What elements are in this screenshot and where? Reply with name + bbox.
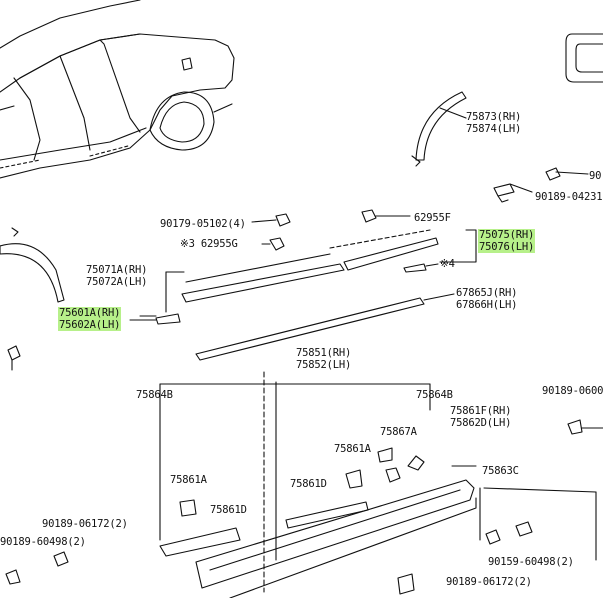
front-wheel-arch <box>0 227 65 371</box>
label-75861D-mid: 75861D <box>290 478 327 490</box>
label-90-top: 90 <box>589 170 602 182</box>
label-90189-06172-bottom: 90189-06172(2) <box>446 576 532 588</box>
leader-lines <box>159 229 597 593</box>
label-75867A: 75867A <box>380 426 417 438</box>
label-75863C: 75863C <box>482 465 519 477</box>
label-75601A: 75601A(RH) <box>58 307 122 319</box>
label-75075: 75075(RH) <box>478 229 536 241</box>
label-75601A-text: 75601A(RH) <box>58 307 122 319</box>
label-90189-60498-left: 90189-60498(2) <box>0 536 86 548</box>
rocker-panel <box>159 447 477 598</box>
clip-right-top <box>493 167 589 203</box>
label-75602A-text: 75602A(LH) <box>58 319 122 331</box>
door-moulding-lower <box>195 293 455 361</box>
label-75861A-left: 75861A <box>170 474 207 486</box>
car-illustration <box>0 0 235 179</box>
label-75861F: 75861F(RH) <box>450 405 512 417</box>
label-90189-04231: 90189-04231 <box>535 191 603 203</box>
label-75873: 75873(RH) <box>466 111 522 123</box>
label-67865J: 67865J(RH) <box>456 287 518 299</box>
label-90159-60498: 90159-60498(2) <box>488 556 574 568</box>
label-75861D-left: 75861D <box>210 504 247 516</box>
door-moulding-upper <box>181 229 439 303</box>
label-90189-0600: 90189-0600 <box>542 385 603 397</box>
label-75874: 75874(LH) <box>466 123 522 135</box>
label-67866H: 67866H(LH) <box>456 299 518 311</box>
label-62955G: ※3 62955G <box>180 238 238 250</box>
clip-62955F <box>361 209 377 223</box>
fastener-90179 <box>275 213 291 227</box>
reference-badge <box>565 33 603 83</box>
label-note-4: ※4 <box>440 258 455 270</box>
label-75076: 75076(LH) <box>478 241 536 253</box>
moulding-end-cap <box>155 313 181 325</box>
label-75852: 75852(LH) <box>296 359 352 371</box>
label-75861A-mid: 75861A <box>334 443 371 455</box>
label-75864B-left: 75864B <box>136 389 173 401</box>
label-75072A: 75072A(LH) <box>86 276 148 288</box>
fender-arch-moulding <box>411 91 467 167</box>
label-75864B-right: 75864B <box>416 389 453 401</box>
label-75075-text: 75075(RH) <box>478 229 536 241</box>
label-75602A: 75602A(LH) <box>58 319 122 331</box>
screw-fasteners <box>5 419 603 585</box>
label-75851: 75851(RH) <box>296 347 352 359</box>
label-75071A: 75071A(RH) <box>86 264 148 276</box>
label-75862D: 75862D(LH) <box>450 417 512 429</box>
label-90189-06172-left: 90189-06172(2) <box>42 518 128 530</box>
label-62955F: 62955F <box>414 212 451 224</box>
label-90179-05102: 90179-05102(4) <box>160 218 246 230</box>
label-75076-text: 75076(LH) <box>478 241 536 253</box>
